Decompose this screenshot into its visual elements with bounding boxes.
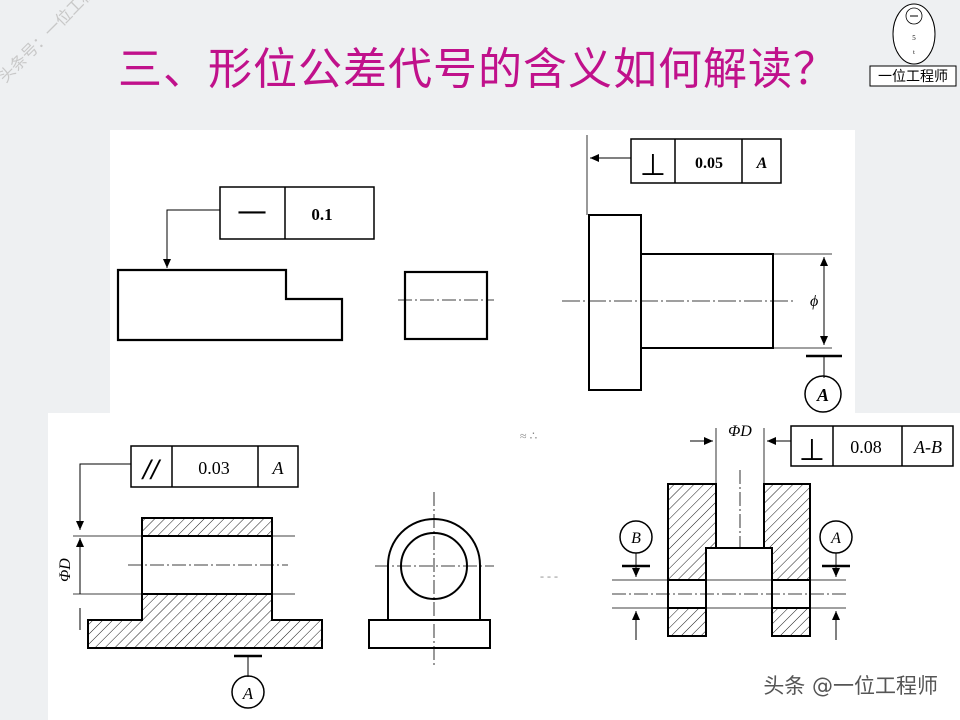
- figure-support-side-view: [368, 492, 494, 665]
- tolerance-value: 0.1: [311, 205, 332, 224]
- tolerance-frame: [790, 425, 954, 467]
- datum-label: A: [816, 385, 829, 405]
- leader-line: [163, 209, 220, 268]
- diameter-label: ΦD: [57, 558, 74, 582]
- perpendicularity-symbol: ⊥: [799, 433, 825, 468]
- tolerance-frame: [130, 445, 299, 488]
- figure-straightness: — 0.1: [116, 186, 494, 342]
- upper-boss-hatched: [141, 517, 273, 537]
- figure-parallelism: // 0.03 A ΦD A: [57, 445, 323, 709]
- datum-label: A: [242, 684, 254, 703]
- svg-text:≈ ∴: ≈ ∴: [520, 429, 537, 443]
- bottom-watermark: 头条 @一位工程师: [763, 674, 938, 698]
- parallelism-symbol: //: [141, 455, 162, 483]
- figure-perpendicularity-hole: ⊥ 0.08 A-B ΦD B A: [612, 423, 954, 640]
- logo-seal-icon: 5 t 一位工程师: [869, 3, 957, 87]
- datum-circle: [231, 675, 265, 709]
- datum-circle: [804, 375, 842, 413]
- straightness-symbol: —: [237, 194, 267, 229]
- tolerance-frame: [219, 186, 375, 240]
- datum-reference: A: [272, 458, 285, 478]
- base-hatched: [87, 593, 323, 649]
- page-title: 三、形位公差代号的含义如何解读？: [118, 44, 838, 95]
- stepped-part-front-view: [116, 268, 344, 342]
- datum-label-a: A: [830, 530, 841, 547]
- tolerance-value: 0.08: [850, 437, 882, 457]
- flange: [588, 214, 642, 391]
- svg-text:5: 5: [912, 34, 916, 42]
- datum-label-b: B: [631, 530, 641, 547]
- logo-caption: 一位工程师: [878, 69, 948, 85]
- diameter-label: ΦD: [728, 423, 752, 440]
- tolerance-value: 0.05: [695, 155, 723, 172]
- svg-text:- - -: - - -: [540, 569, 558, 583]
- tolerance-value: 0.03: [198, 458, 230, 478]
- scan-marks: ≈ ∴ - - -: [520, 429, 558, 583]
- datum-reference: A-B: [913, 437, 942, 457]
- perpendicularity-symbol: ⊥: [640, 148, 666, 183]
- diameter-label: ϕ: [810, 293, 818, 310]
- tolerance-frame: [630, 138, 782, 184]
- logo-watermark: 5 t 一位工程师: [868, 2, 958, 90]
- datum-reference: A: [756, 155, 768, 172]
- svg-text:t: t: [913, 50, 915, 56]
- stepped-part-side-view: [403, 270, 489, 341]
- figure-perpendicularity-shaft: ⊥ 0.05 A ϕ A: [562, 135, 842, 413]
